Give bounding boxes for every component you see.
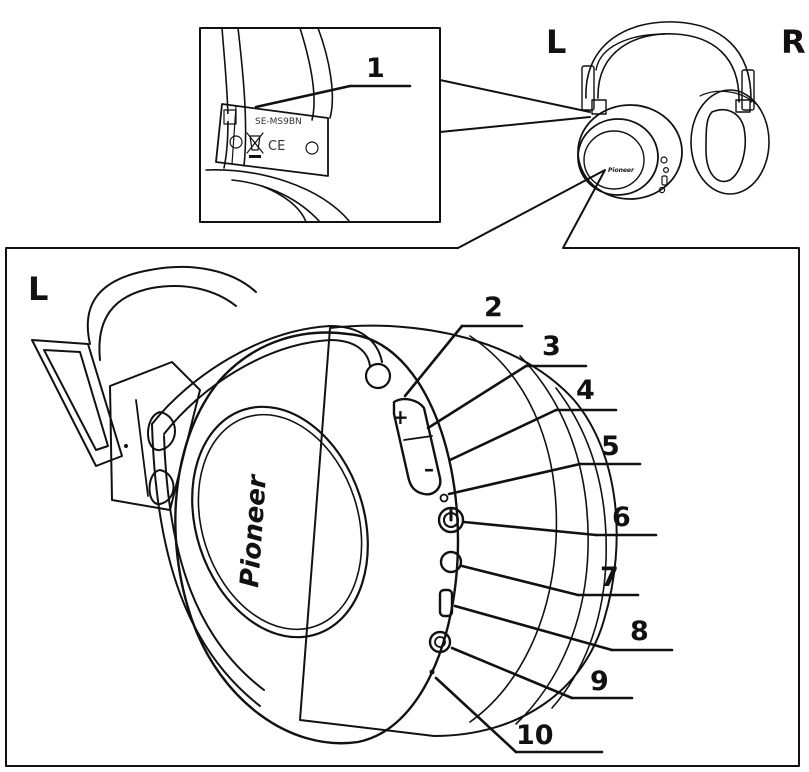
leader-lines	[403, 324, 674, 754]
volume-down-mark: –	[424, 457, 434, 481]
usb-port[interactable]	[438, 588, 454, 618]
ce-mark: CE	[268, 139, 285, 154]
detail-side-label: L	[28, 270, 48, 308]
indicator-led	[439, 493, 449, 503]
microphone-hole	[429, 669, 435, 675]
earcup-housing	[174, 331, 460, 745]
callout-9: 9	[590, 666, 609, 697]
earcup-plate	[191, 405, 369, 639]
callout-1: 1	[366, 53, 385, 84]
detail-frame	[5, 169, 800, 767]
brand-logo-small: Pioneer	[608, 167, 635, 174]
right-side-label: R	[781, 23, 806, 61]
brand-logo: Pioneer	[235, 472, 273, 588]
model-number: SE-MS9BN	[255, 117, 302, 127]
callout-3: 3	[542, 331, 561, 362]
callout-5: 5	[601, 431, 620, 462]
callout-2: 2	[484, 292, 503, 323]
volume-up-mark: +	[392, 405, 409, 429]
audio-jack[interactable]	[428, 630, 452, 654]
callout-10: 10	[516, 720, 554, 751]
top-button[interactable]	[364, 362, 392, 390]
headphones-overview: L R Pioneer	[546, 21, 806, 200]
nfc-tag-inset: N SE-MS9BN CE 1	[199, 27, 591, 223]
left-earcup-detail: L Pioneer + –	[5, 169, 800, 767]
callout-7: 7	[600, 562, 619, 593]
inset-frame	[199, 27, 441, 223]
callout-8: 8	[630, 616, 649, 647]
nfc-mark: N	[226, 113, 234, 124]
power-button[interactable]	[437, 506, 465, 534]
left-side-label: L	[546, 23, 566, 61]
button-7[interactable]	[439, 550, 463, 574]
callout-4: 4	[576, 375, 595, 406]
callout-6: 6	[612, 502, 631, 533]
volume-rocker[interactable]	[392, 397, 442, 496]
